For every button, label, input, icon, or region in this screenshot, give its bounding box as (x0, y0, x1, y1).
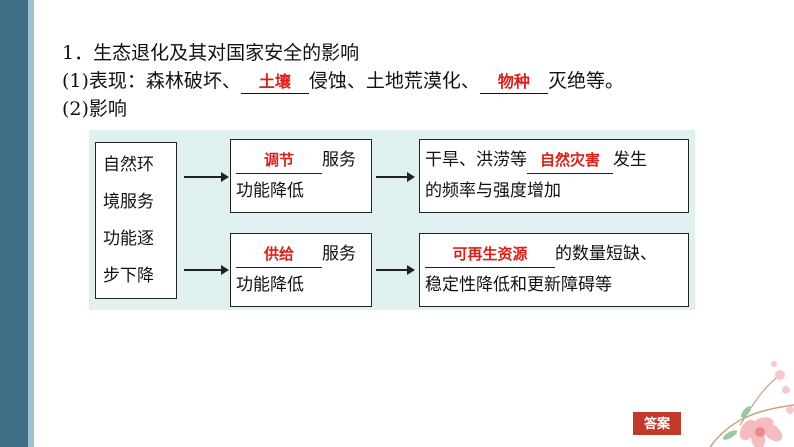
supply-line-2: 功能降低 (236, 275, 304, 295)
supply-box: 供给服务 功能降低 (230, 233, 372, 307)
left-sidebar-accent (28, 0, 34, 447)
disaster-line-1: 干旱、洪涝等自然灾害发生 (425, 148, 647, 174)
source-line-4: 步下降 (103, 266, 154, 286)
source-line-3: 功能逐 (103, 229, 154, 249)
manifestation-prefix: (1)表现：森林破坏、 (62, 70, 241, 92)
regulation-after: 服务 (322, 150, 356, 170)
source-line-2: 境服务 (103, 192, 154, 212)
manifestation-line: (1)表现：森林破坏、土壤侵蚀、土地荒漠化、物种灭绝等。 (62, 68, 624, 94)
disaster-before: 干旱、洪涝等 (425, 150, 527, 170)
source-text: 自然环 境服务 功能逐 步下降 (103, 147, 154, 295)
blank-soil: 土壤 (240, 71, 309, 94)
blank-disaster: 自然灾害 (527, 148, 613, 174)
blank-regulation: 调节 (236, 148, 322, 174)
manifestation-suffix: 灭绝等。 (547, 70, 624, 92)
disaster-after: 发生 (613, 150, 647, 170)
flower-decoration (709, 361, 794, 447)
disaster-line-2: 的频率与强度增加 (425, 181, 561, 201)
arrow-to-resource (376, 265, 415, 275)
heading: 1．生态退化及其对国家安全的影响 (62, 42, 360, 64)
disaster-box: 干旱、洪涝等自然灾害发生 的频率与强度增加 (419, 139, 689, 213)
source-line-1: 自然环 (103, 155, 154, 175)
resource-line-1: 可再生资源的数量短缺、 (425, 242, 657, 268)
regulation-line-1: 调节服务 (236, 148, 356, 174)
impact-diagram: 自然环 境服务 功能逐 步下降 调节服务 功能降低 供给服务 功能降低 干旱、洪… (89, 130, 695, 310)
blank-species: 物种 (479, 71, 548, 94)
supply-after: 服务 (322, 244, 356, 264)
regulation-box: 调节服务 功能降低 (230, 139, 372, 213)
resource-after: 的数量短缺、 (555, 244, 657, 264)
supply-line-1: 供给服务 (236, 242, 356, 268)
impact-heading: (2)影响 (62, 98, 127, 120)
blank-supply: 供给 (236, 242, 322, 268)
arrow-to-regulation (184, 172, 229, 182)
blank-resource: 可再生资源 (425, 242, 555, 268)
regulation-line-2: 功能降低 (236, 181, 304, 201)
resource-box: 可再生资源的数量短缺、 稳定性降低和更新障碍等 (419, 233, 689, 307)
arrow-to-disaster (376, 172, 415, 182)
left-sidebar-bar (0, 0, 28, 447)
arrow-to-supply (184, 265, 229, 275)
source-box: 自然环 境服务 功能逐 步下降 (95, 142, 177, 299)
answer-button[interactable]: 答案 (632, 411, 682, 436)
resource-line-2: 稳定性降低和更新障碍等 (425, 275, 612, 295)
manifestation-mid: 侵蚀、土地荒漠化、 (308, 70, 480, 92)
